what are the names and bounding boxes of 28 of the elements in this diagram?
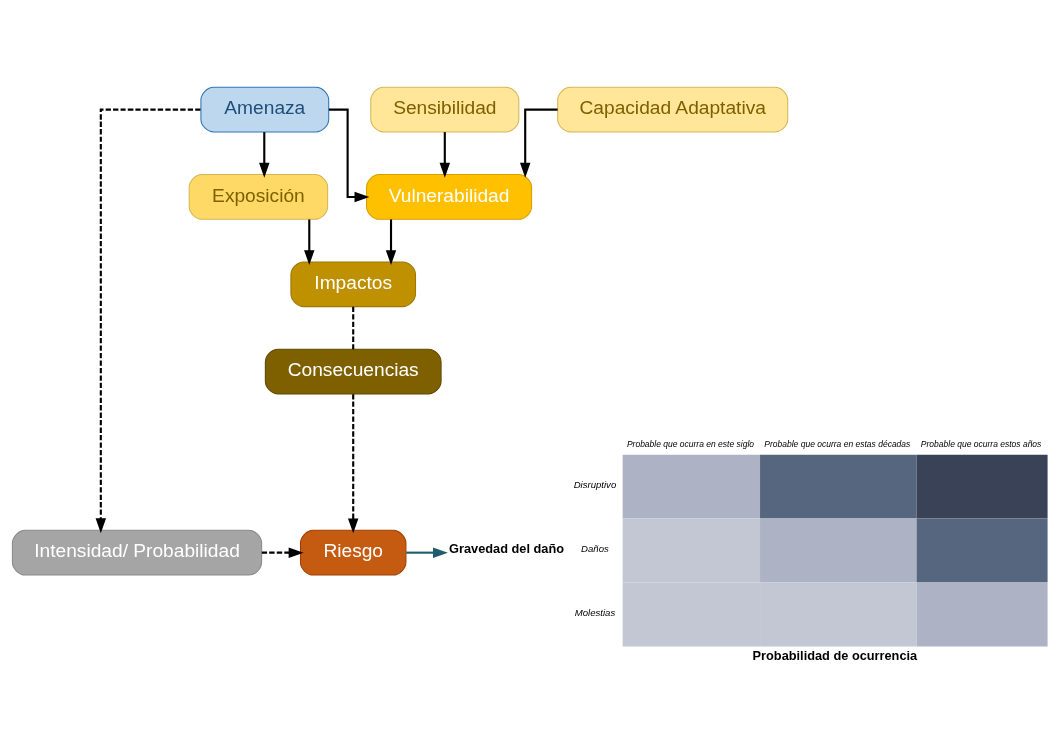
arrow — [439, 132, 451, 178]
connector — [352, 306, 355, 350]
arrow — [519, 108, 558, 178]
node-label: Molestias — [574, 606, 616, 618]
arrow — [385, 219, 397, 266]
arrow — [328, 108, 370, 203]
node-box: Intensidad/ Probabilidad — [11, 529, 263, 576]
node-box: Impactos — [290, 261, 417, 308]
node-label: Probable que ocurra en este siglo — [626, 438, 755, 449]
node-box: Capacidad Adaptativa — [557, 86, 789, 133]
arrow — [304, 219, 315, 266]
arrow — [261, 547, 304, 558]
node-box: Exposición — [188, 174, 329, 220]
node-box: Vulnerabilidad — [366, 174, 533, 220]
arrow — [348, 394, 359, 534]
arrow — [259, 132, 270, 178]
arrow — [406, 547, 448, 558]
node-label: Daños — [581, 542, 609, 554]
node-label: Probable que ocurra estos años — [920, 438, 1042, 449]
node-box: Sensibilidad — [370, 86, 520, 133]
arrow — [95, 108, 201, 534]
node-box: Amenaza — [200, 86, 330, 133]
node-label: Probable que ocurra en estas décadas — [764, 438, 911, 449]
node-label: Gravedad del daño — [449, 540, 564, 556]
node-box: Riesgo — [299, 529, 407, 576]
node-label: Disruptivo — [573, 478, 617, 490]
node-label: Probabilidad de ocurrencia — [752, 647, 918, 663]
node-box: Consecuencias — [264, 348, 442, 395]
